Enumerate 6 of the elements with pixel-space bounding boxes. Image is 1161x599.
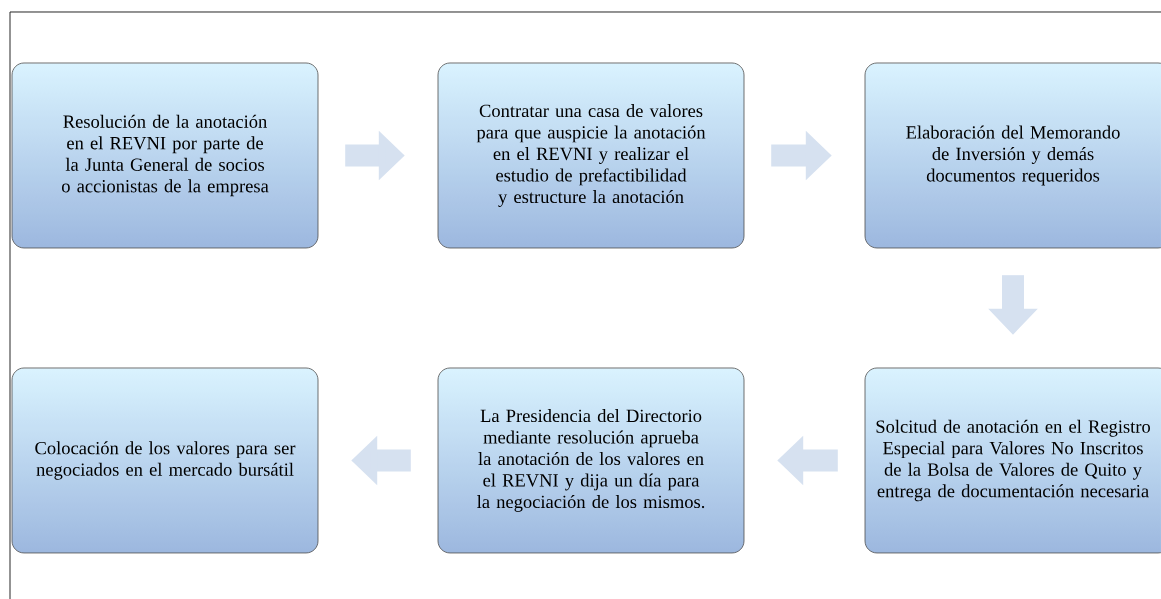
process-box: Resolución de la anotación en el REVNI por parte de la Junta General de socios o accionistas de la empresa: [11, 62, 319, 249]
process-box: Elaboración del Memorando de Inversión y demás documentos requeridos: [864, 62, 1161, 249]
process-box: Solcitud de anotación en el Registro Especial para Valores No Inscritos de la Bolsa de Valores de Quito y entrega de documentación necesaria: [864, 367, 1161, 554]
process-box: La Presidencia del Directorio mediante resolución aprueba la anotación de los valores en el REVNI y dija un día para la negociación de los mismos.: [437, 367, 745, 554]
process-box: Contratar una casa de valores para que auspicie la anotación en el REVNI y realizar el estudio de prefactibilidad y estructure la anotación: [437, 62, 745, 249]
process-box: Colocación de los valores para ser negociados en el mercado bursátil: [11, 367, 319, 554]
